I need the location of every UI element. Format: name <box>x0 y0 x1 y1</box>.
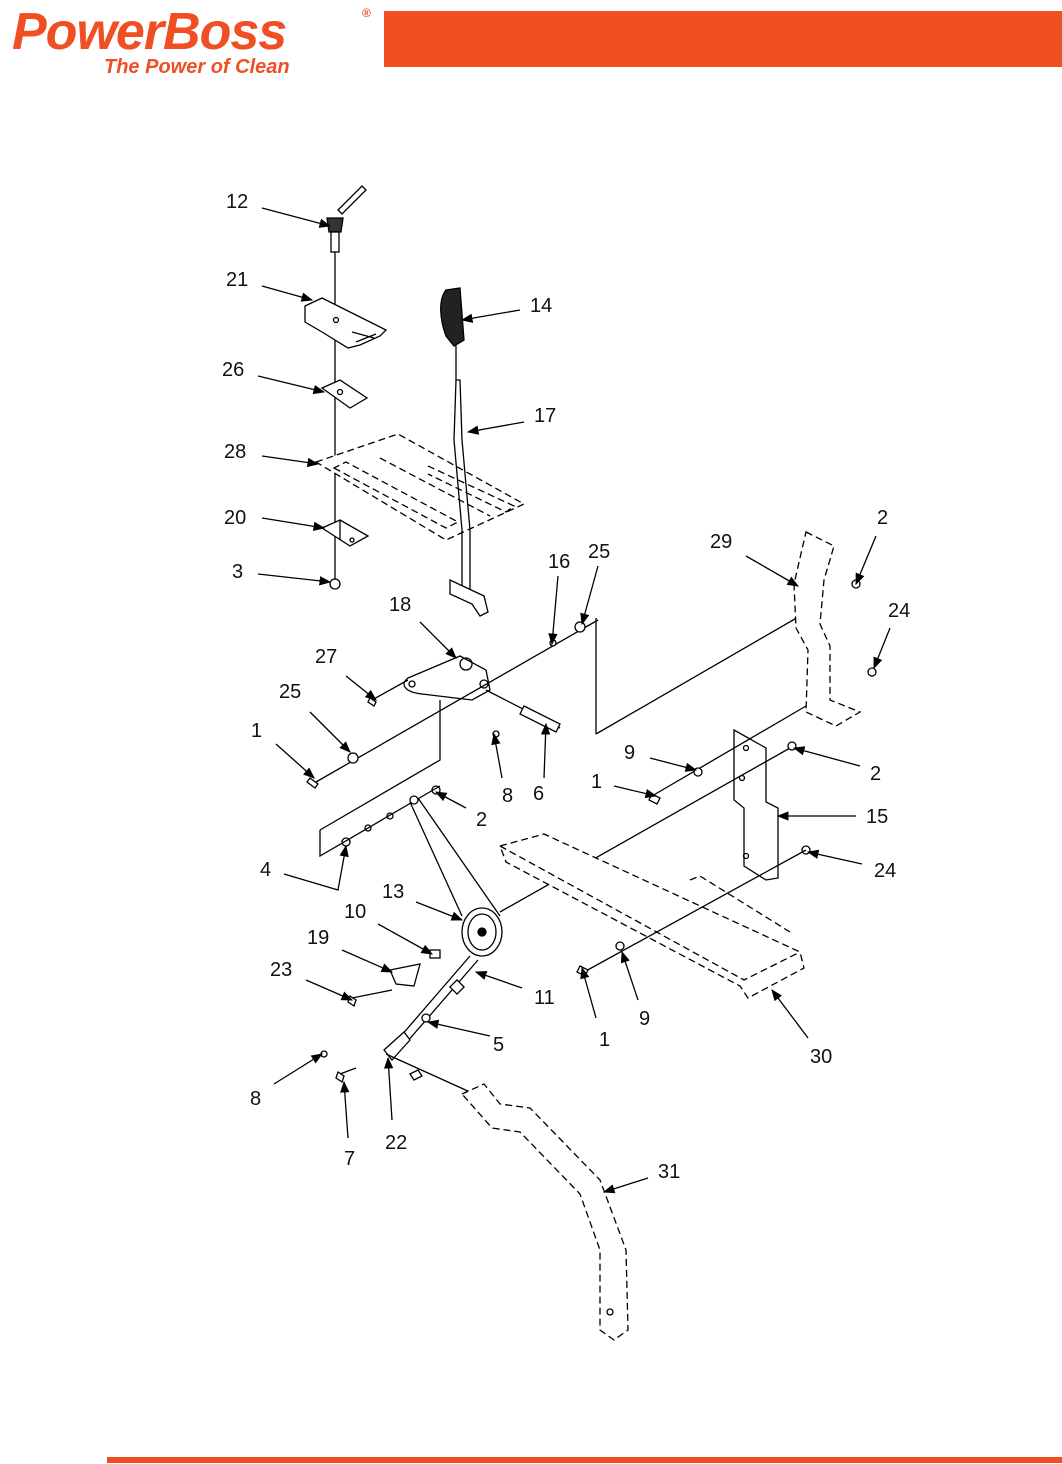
part-13-pulley <box>461 907 503 957</box>
registered-mark: ® <box>362 6 371 20</box>
part-3-nut <box>329 578 341 590</box>
brand-name: PowerBoss <box>12 3 287 61</box>
callout-label: 31 <box>658 1161 680 1183</box>
callout-label: 25 <box>279 681 301 703</box>
part-18-lever <box>403 655 491 701</box>
callout-label: 22 <box>385 1132 407 1154</box>
footer-bar <box>107 1457 1062 1463</box>
header-bar <box>384 11 1062 67</box>
callout-label: 20 <box>224 507 246 529</box>
callout-label: 1 <box>251 720 262 742</box>
part-30-channel <box>499 833 805 999</box>
callout-label: 11 <box>534 987 555 1009</box>
callout-label: 24 <box>888 600 910 622</box>
callout-label: 12 <box>226 191 248 213</box>
callout-label: 13 <box>382 881 404 903</box>
part-15-plate <box>733 728 779 881</box>
part-11-link <box>393 955 479 1051</box>
callout-label: 26 <box>222 359 244 381</box>
part-26-plate <box>320 379 369 409</box>
callout-label: 2 <box>877 507 888 529</box>
parts-artwork <box>304 185 877 1341</box>
callout-label: 29 <box>710 531 732 553</box>
powerboss-logo: PowerBoss ® The Power of Clean <box>12 3 382 78</box>
callout-label: 9 <box>639 1008 650 1030</box>
callout-label: 30 <box>810 1046 832 1068</box>
callout-label: 24 <box>874 860 896 882</box>
callout-label: 14 <box>530 295 552 317</box>
part-4-plate <box>319 700 441 858</box>
part-22-clevis <box>383 1031 411 1062</box>
part-31-arm <box>460 1083 629 1341</box>
callout-label: 17 <box>534 405 556 427</box>
callout-label: 23 <box>270 959 292 981</box>
callout-label: 8 <box>502 785 513 807</box>
belt <box>409 797 501 917</box>
part-17-rod <box>453 345 471 591</box>
part-29-bracket <box>793 531 862 727</box>
callout-label: 3 <box>232 561 243 583</box>
callout-label: 2 <box>476 809 487 831</box>
callout-label: 27 <box>315 646 337 668</box>
part-14-handle <box>440 287 465 347</box>
callout-label: 28 <box>224 441 246 463</box>
callout-label: 5 <box>493 1034 504 1056</box>
part-25-washer <box>347 752 359 764</box>
callout-labels: 12 21 14 26 17 28 20 2 29 16 25 3 24 18 … <box>222 191 910 1183</box>
part-27-bolt <box>367 679 409 707</box>
brand-tagline: The Power of Clean <box>104 56 290 78</box>
callout-label: 9 <box>624 742 635 764</box>
callout-label: 8 <box>250 1088 261 1110</box>
callout-label: 25 <box>588 541 610 563</box>
callout-label: 15 <box>866 806 888 828</box>
callout-label: 1 <box>599 1029 610 1051</box>
callout-label: 7 <box>344 1148 355 1170</box>
part-6-pin <box>519 705 561 733</box>
part-19-bracket <box>389 963 421 987</box>
callout-label: 19 <box>307 927 329 949</box>
callout-label: 16 <box>548 551 570 573</box>
callout-label: 6 <box>533 783 544 805</box>
part-20-bracket <box>320 519 370 547</box>
callout-label: 10 <box>344 901 366 923</box>
callout-label: 21 <box>226 269 248 291</box>
callout-label: 18 <box>389 594 411 616</box>
callout-label: 1 <box>591 771 602 793</box>
callout-label: 2 <box>870 763 881 785</box>
leader-lines <box>257 207 891 1194</box>
callout-label: 4 <box>260 859 271 881</box>
part-21-plate <box>304 297 388 349</box>
